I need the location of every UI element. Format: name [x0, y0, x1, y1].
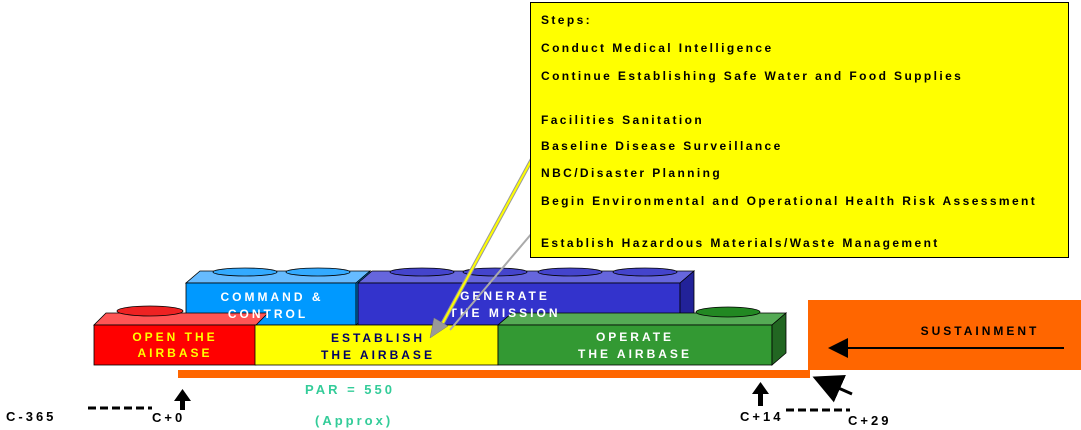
label-generate-line2: THE MISSION: [449, 306, 560, 320]
label-open-line1: OPEN THE: [132, 330, 217, 344]
step-item: Begin Environmental and Operational Heal…: [541, 193, 1060, 209]
steps-heading: Steps:: [541, 12, 1060, 28]
step-item: NBC/Disaster Planning: [541, 165, 1060, 181]
label-c-plus-14: C+14: [740, 409, 783, 424]
timeline-bar: [178, 370, 810, 378]
label-c-minus-365: C-365: [6, 409, 56, 424]
label-establish-line2: THE AIRBASE: [321, 348, 435, 362]
label-command-line2: CONTROL: [228, 307, 308, 321]
timeline-end-arrow: [818, 379, 852, 394]
c14-up-arrow: [752, 382, 769, 406]
step-item: Facilities Sanitation: [541, 112, 1060, 128]
par-value: PAR = 550: [305, 382, 395, 397]
label-c-plus-0: C+0: [152, 410, 185, 425]
label-operate-line1: OPERATE: [596, 330, 674, 344]
step-item: Continue Establishing Safe Water and Foo…: [541, 68, 1060, 84]
c0-up-arrow: [174, 389, 191, 410]
label-establish-line1: ESTABLISH: [331, 331, 425, 345]
label-operate-line2: THE AIRBASE: [578, 347, 692, 361]
label-open-line2: AIRBASE: [137, 346, 212, 360]
step-item: Establish Hazardous Materials/Waste Mana…: [541, 235, 1060, 251]
steps-callout: Steps: Conduct Medical Intelligence Cont…: [530, 2, 1069, 258]
label-command-line1: COMMAND &: [221, 290, 324, 304]
step-item: Conduct Medical Intelligence: [541, 40, 1060, 56]
par-note: (Approx): [315, 413, 393, 428]
label-c-plus-29: C+29: [848, 413, 891, 428]
label-sustainment: SUSTAINMENT: [921, 324, 1040, 338]
step-item: Baseline Disease Surveillance: [541, 138, 1060, 154]
